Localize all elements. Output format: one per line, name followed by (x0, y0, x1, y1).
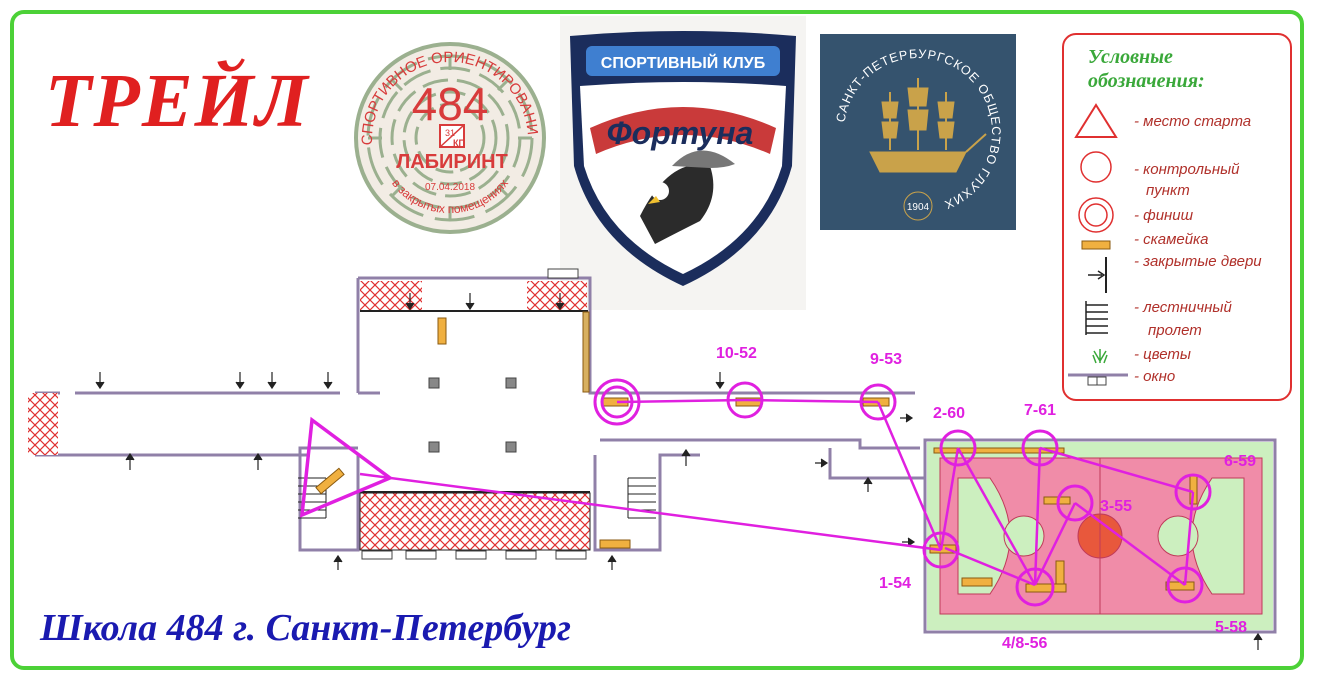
flowers-icon (1092, 349, 1108, 364)
control-label: 4/8-56 (1002, 635, 1047, 652)
control-label: 2-60 (933, 405, 965, 422)
columns (428, 377, 517, 453)
control-1[interactable] (922, 531, 960, 569)
control-label: 9-53 (870, 351, 902, 368)
eagle-icon (640, 150, 735, 244)
control-label: 10-52 (716, 345, 757, 362)
labyrinth-logo: СПОРТИВНОЕ ОРИЕНТИРОВАНИЕ 484 31 КП ЛАБИ… (350, 40, 546, 234)
club-banner (586, 46, 780, 76)
control-label: 1-54 (879, 575, 911, 592)
control-points[interactable] (593, 378, 1212, 607)
control-4-8[interactable] (1015, 567, 1055, 607)
badge-number: 31 (445, 128, 455, 138)
hatched-area (360, 281, 422, 311)
school-caption: Школа 484 г. Санкт-Петербург (40, 607, 572, 649)
hatched-area (527, 281, 587, 311)
finish-inner-circle[interactable] (600, 385, 634, 419)
windows (361, 268, 587, 560)
legend-label: - место старта (1134, 113, 1252, 130)
start-triangle-icon (1074, 103, 1118, 138)
control-9[interactable] (859, 383, 897, 421)
closed-doors (95, 293, 1263, 650)
control-label: 3-55 (1100, 498, 1132, 515)
control-5[interactable] (1166, 566, 1204, 604)
club-ribbon (590, 107, 776, 154)
hatched-area (28, 393, 58, 455)
badge-text: КП (453, 138, 465, 148)
labyrinth-word: ЛАБИРИНТ (396, 151, 508, 173)
finish-outer-circle[interactable] (593, 378, 641, 426)
control-6[interactable] (1174, 473, 1212, 511)
bench-icon (1081, 240, 1111, 250)
legend-title: Условные обозначения: (1088, 45, 1205, 93)
club-name: Фортуна (607, 115, 754, 151)
control-3[interactable] (1056, 484, 1094, 522)
window-icon (1068, 373, 1128, 386)
maze-pattern (366, 54, 534, 222)
start-triangle[interactable] (299, 416, 394, 518)
legend-label: пролет (1148, 322, 1202, 339)
legend-label: - окно (1134, 368, 1176, 385)
legend-label: - контрольный (1134, 161, 1240, 178)
benches (315, 311, 1198, 593)
labyrinth-number: 484 (412, 78, 489, 130)
finish-double-circle-icon (1078, 197, 1114, 233)
control-labels: 10-52 9-53 2-60 7-61 3-55 6-59 1-54 4/8-… (716, 345, 1256, 652)
control-7[interactable] (1021, 429, 1059, 467)
stair-flight-icon (1085, 301, 1108, 335)
labyrinth-date: 07.04.2018 (425, 182, 475, 193)
control-2[interactable] (939, 429, 977, 467)
closed-door-icon (1088, 257, 1107, 293)
legend-label: - лестничный (1134, 299, 1232, 316)
legend-label: - закрытые двери (1134, 253, 1262, 270)
fortuna-club-logo: СПОРТИВНЫЙ КЛУБ ШКОЛА № 484 Фортуна (560, 16, 806, 310)
legend-label: - цветы (1134, 346, 1191, 363)
control-label: 5-58 (1215, 619, 1247, 636)
map-title: ТРЕЙЛ (45, 59, 310, 143)
control-10[interactable] (726, 381, 764, 419)
ship-icon (869, 78, 987, 173)
legend-label: пункт (1146, 182, 1190, 199)
legend-label: - скамейка (1134, 231, 1209, 248)
legend-label: - финиш (1134, 207, 1194, 224)
map-legend: Условные обозначения: - место старта - к… (1062, 33, 1292, 401)
society-year: 1904 (907, 202, 930, 213)
legend-title-line: обозначения: (1088, 70, 1205, 92)
hatched-area (359, 492, 591, 551)
control-label: 6-59 (1224, 453, 1256, 470)
control-circle-icon (1080, 151, 1112, 183)
control-label: 7-61 (1024, 402, 1056, 419)
map-frame (10, 10, 1304, 670)
deaf-society-logo: САНКТ-ПЕТЕРБУРГСКОЕ ОБЩЕСТВО ГЛУХИХ 1904 (820, 34, 1016, 230)
legend-title-line: Условные (1088, 46, 1173, 68)
club-banner-text: СПОРТИВНЫЙ КЛУБ (601, 53, 765, 72)
